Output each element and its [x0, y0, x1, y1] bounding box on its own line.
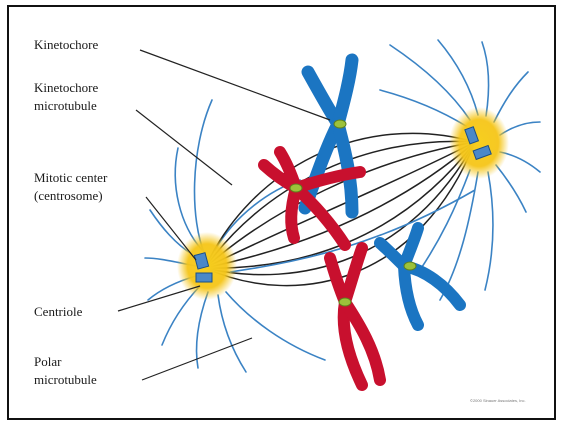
right-centrosome: [449, 107, 509, 179]
kinetochore-marker: [339, 298, 351, 306]
copyright-credit: ©2000 Sinauer Associates, Inc.: [470, 398, 526, 403]
label-kinetochore-microtubule-line2: microtubule: [34, 98, 97, 113]
label-polar-microtubule-line2: microtubule: [34, 372, 97, 387]
label-polar-microtubule-line1: Polar: [34, 354, 62, 369]
label-centriole: Centriole: [34, 304, 83, 319]
left-centriole-b: [196, 273, 212, 282]
label-kinetochore-microtubule-line1: Kinetochore: [34, 80, 98, 95]
kinetochore-marker: [290, 184, 302, 192]
label-kinetochore: Kinetochore: [34, 37, 98, 52]
label-mitotic-center-line1: Mitotic center: [34, 170, 108, 185]
kinetochore-marker: [334, 120, 346, 128]
kinetochore-marker: [404, 262, 416, 270]
label-mitotic-center-line2: (centrosome): [34, 188, 103, 203]
